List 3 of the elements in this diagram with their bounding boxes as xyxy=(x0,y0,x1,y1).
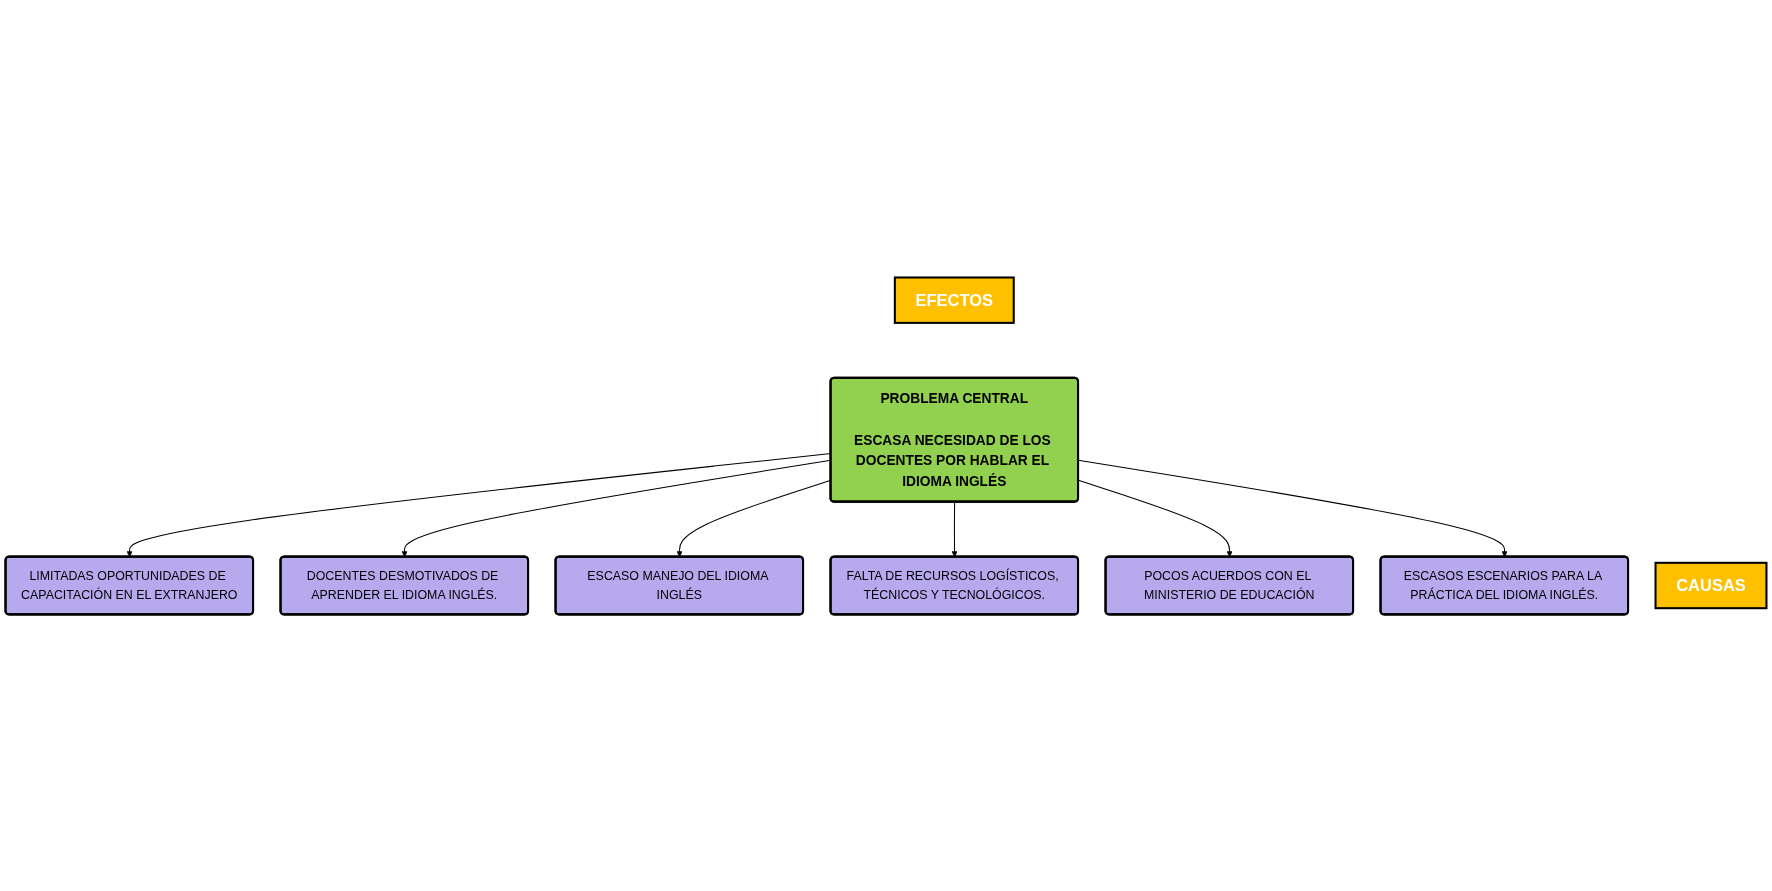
node-box: CAUSAS xyxy=(1654,561,1768,609)
node-box: EFECTOS xyxy=(893,276,1015,324)
arrow xyxy=(951,501,958,557)
